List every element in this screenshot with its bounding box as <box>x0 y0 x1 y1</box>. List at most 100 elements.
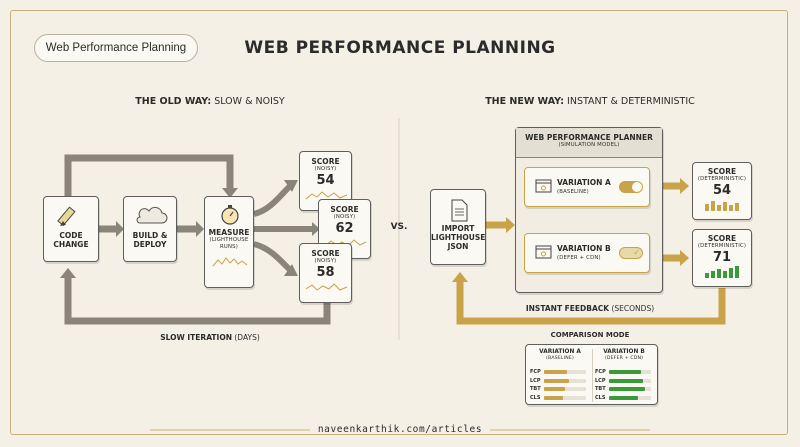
comparison-metric-a-tbt: TBT <box>530 386 541 392</box>
comparison-panel: VARIATION A (BASELINE) VARIATION B (DEFE… <box>525 344 658 405</box>
noisy-score-card-3: SCORE (NOISY) 58 <box>299 243 352 303</box>
det-score-a-sub: (DETERMINISTIC) <box>697 176 747 182</box>
variation-b-sub: (DEFER + CDN) <box>557 255 601 261</box>
comparison-metric-b-fcp: FCP <box>595 369 606 375</box>
build-deploy-box: BUILD & DEPLOY <box>123 196 177 262</box>
comparison-metric-a-cls: CLS <box>530 394 541 401</box>
noisy-score-3-sub: (NOISY) <box>314 258 337 264</box>
comparison-bar-fill-a-tbt <box>544 387 565 391</box>
comparison-bar-fill-b-fcp <box>609 370 641 374</box>
comparison-metric-b-cls: CLS <box>595 394 606 401</box>
noisy-score-1-label: SCORE <box>311 157 340 166</box>
noisy-score-2-sub: (NOISY) <box>333 214 356 220</box>
comparison-bar-fill-b-lcp <box>609 378 643 383</box>
planner-title: WEB PERFORMANCE PLANNER <box>525 133 653 142</box>
deterministic-score-card-b: SCORE (DETERMINISTIC) 71 <box>692 229 752 287</box>
noisy-score-2-value: 62 <box>335 220 354 236</box>
variation-a-card: VARIATION A (BASELINE) <box>524 167 650 207</box>
variation-b-toggle[interactable]: ✓ <box>619 247 643 259</box>
det-score-b-bars <box>705 265 739 278</box>
comparison-title: COMPARISON MODE <box>550 331 630 339</box>
comparison-bar-fill-b-cls <box>609 395 638 400</box>
comparison-col-b-sub: (DEFER + CDN) <box>604 356 644 361</box>
variation-a-sub: (BASELINE) <box>557 189 589 195</box>
variation-b-card: VARIATION B (DEFER + CDN) ✓ <box>524 233 650 273</box>
browser-window-icon <box>535 179 552 193</box>
noisy-score-1-sparkline <box>305 190 348 199</box>
pencil-icon <box>57 206 76 227</box>
noisy-score-3-label: SCORE <box>311 249 340 258</box>
slow-iteration-bold: SLOW ITERATION <box>160 333 232 342</box>
stopwatch-icon <box>221 205 239 225</box>
new-way-heading: THE NEW WAY: INSTANT & DETERMINISTIC <box>460 96 720 107</box>
comparison-metric-b-tbt: TBT <box>595 386 606 392</box>
check-icon: ✓ <box>633 248 640 257</box>
comparison-col-a-sub: (BASELINE) <box>546 356 574 361</box>
browser-window-icon <box>535 245 552 259</box>
code-change-line1: CODE <box>59 231 83 240</box>
comparison-bar-track <box>544 395 586 400</box>
comparison-col-b-label: VARIATION B <box>603 349 645 355</box>
old-way-heading-bold: THE OLD WAY: <box>135 96 212 107</box>
variation-b-label: VARIATION B <box>557 244 611 253</box>
measure-sub-line2: RUNS) <box>220 243 238 250</box>
document-icon <box>451 199 468 222</box>
det-score-a-bars <box>705 200 739 211</box>
comparison-col-b: VARIATION B (DEFER + CDN) <box>594 349 654 362</box>
det-score-a-label: SCORE <box>707 167 737 176</box>
vs-label: VS. <box>390 222 408 232</box>
measure-box: MEASURE (LIGHTHOUSE RUNS) <box>204 196 254 288</box>
comparison-metric-b-lcp: LCP <box>595 377 606 384</box>
page-title: WEB PERFORMANCE PLANNING <box>244 38 556 58</box>
comparison-bar-track <box>544 378 586 383</box>
import-line2: LIGHTHOUSE <box>431 233 486 242</box>
det-score-a-value: 54 <box>712 182 732 198</box>
comparison-bar-track <box>609 387 651 391</box>
deterministic-score-card-a: SCORE (DETERMINISTIC) 54 <box>692 162 752 220</box>
comparison-bar-fill-a-fcp <box>544 370 567 374</box>
comparison-bar-fill-b-tbt <box>609 387 645 391</box>
slow-iteration-rest: (DAYS) <box>231 333 260 342</box>
comparison-bar-fill-a-lcp <box>544 378 569 383</box>
cloud-icon <box>136 206 168 224</box>
variation-a-label: VARIATION A <box>557 178 611 187</box>
top-loop-arrow <box>64 154 234 196</box>
comparison-bar-fill-a-cls <box>544 395 563 400</box>
bottom-loop-arrow <box>64 276 331 325</box>
comparison-col-a-label: VARIATION A <box>539 349 581 355</box>
det-score-b-label: SCORE <box>707 234 737 243</box>
measure-score3-arrow <box>253 241 293 273</box>
noisy-score-1-sub: (NOISY) <box>314 166 337 172</box>
comparison-metric-a-fcp: FCP <box>530 369 541 375</box>
decorative-border <box>10 10 788 435</box>
import-line3: JSON <box>447 242 469 251</box>
noisy-score-2-label: SCORE <box>330 205 359 214</box>
det-score-b-value: 71 <box>712 249 732 265</box>
comparison-metric-a-lcp: LCP <box>530 377 541 384</box>
comparison-bar-track <box>609 395 651 400</box>
import-lighthouse-box: IMPORT LIGHTHOUSE JSON <box>430 189 486 265</box>
build-deploy-line1: BUILD & <box>132 231 168 240</box>
build-deploy-line2: DEPLOY <box>133 240 167 249</box>
footer-url[interactable]: naveenkarthik.com/articles <box>317 424 483 435</box>
new-way-heading-bold: THE NEW WAY: <box>485 96 565 107</box>
measure-sub-line1: (LIGHTHOUSE <box>209 237 249 243</box>
comparison-bar-track <box>609 378 651 383</box>
comparison-bar-track <box>544 370 586 374</box>
instant-feedback-bold: INSTANT FEEDBACK <box>525 304 610 313</box>
planner-subtitle: (SIMULATION MODEL) <box>558 142 620 148</box>
old-way-heading-rest: SLOW & NOISY <box>211 96 285 107</box>
new-way-heading-rest: INSTANT & DETERMINISTIC <box>564 96 695 107</box>
instant-feedback-label: INSTANT FEEDBACK (SECONDS) <box>490 304 690 313</box>
comparison-col-a: VARIATION A (BASELINE) <box>530 349 590 362</box>
old-way-heading: THE OLD WAY: SLOW & NOISY <box>100 96 320 107</box>
instant-feedback-rest: (SECONDS) <box>609 304 655 313</box>
comparison-bar-track <box>544 387 586 391</box>
variation-a-toggle[interactable] <box>619 181 643 193</box>
noisy-score-3-value: 58 <box>316 264 335 280</box>
feedback-loop-arrow <box>456 280 726 325</box>
measure-score1-arrow <box>253 183 293 217</box>
import-line1: IMPORT <box>441 224 475 233</box>
top-loop-arrowhead <box>222 188 238 198</box>
